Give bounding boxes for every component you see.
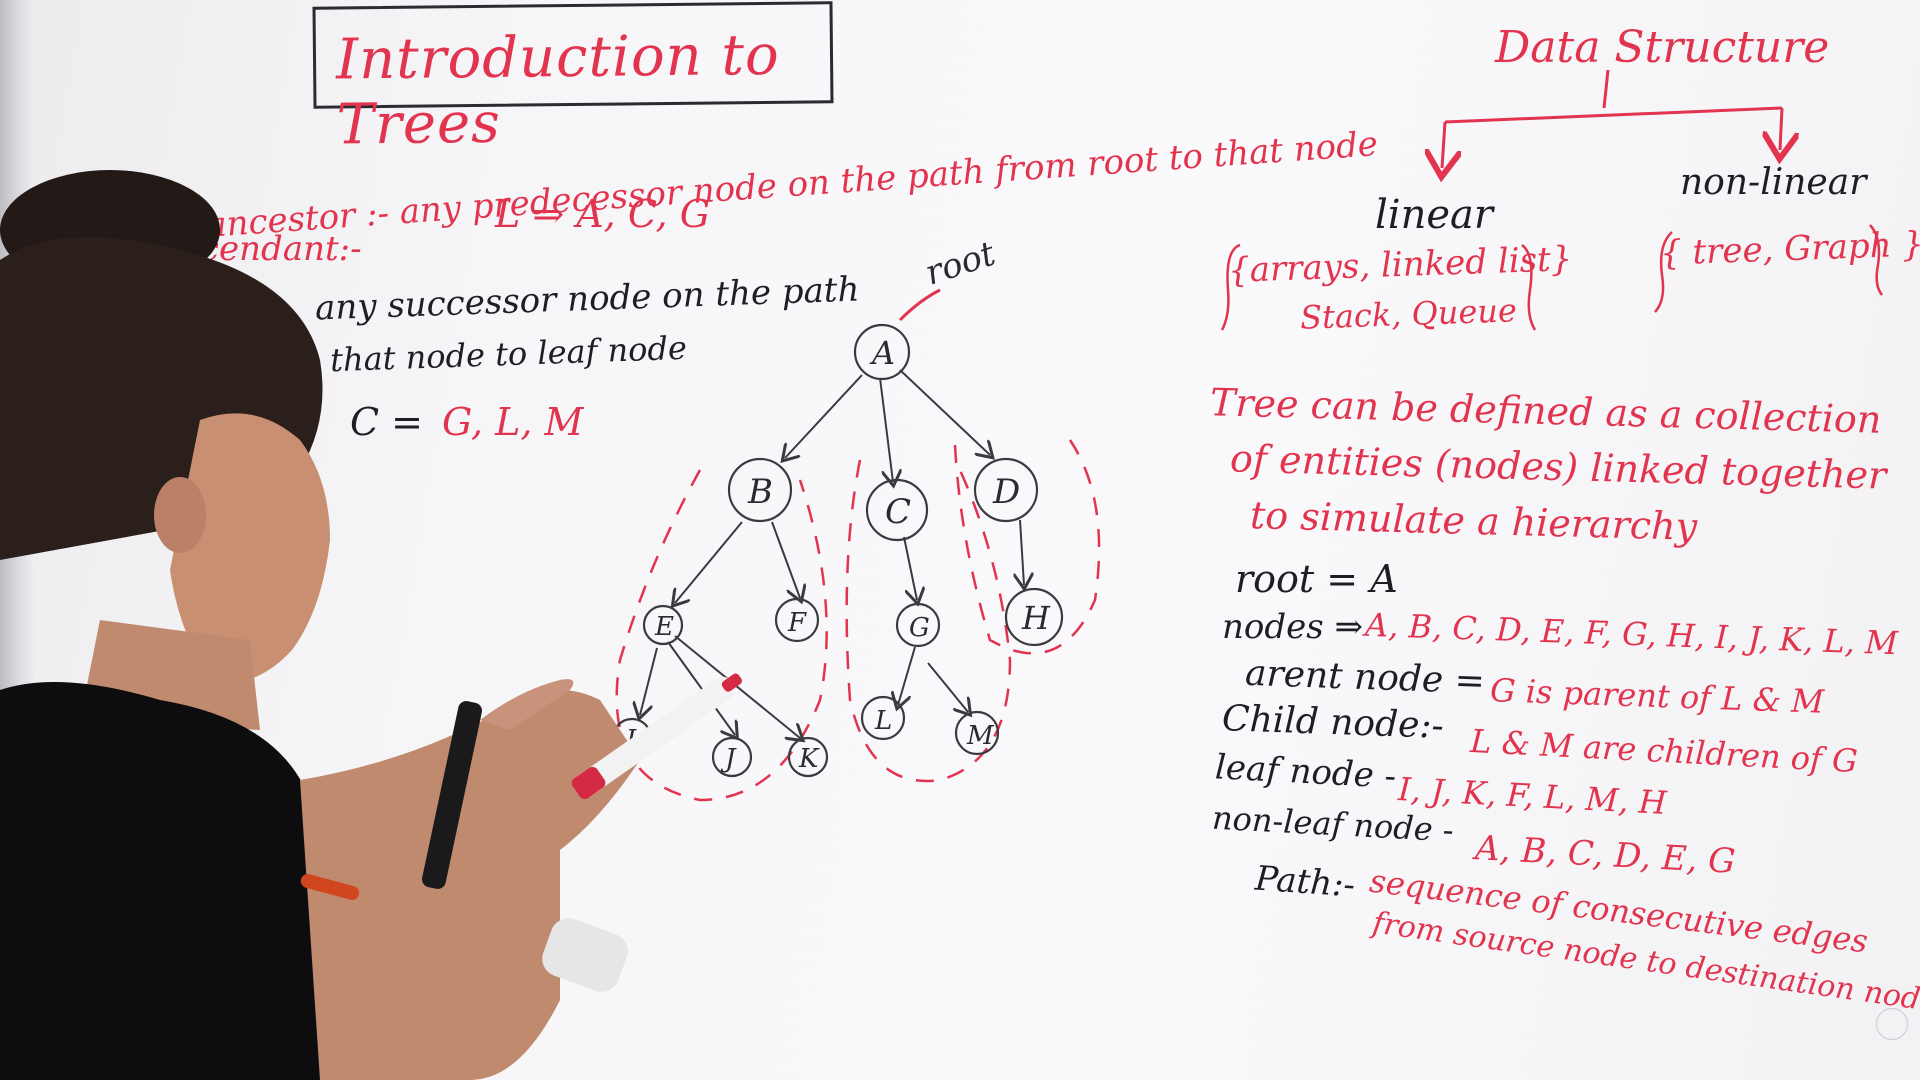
black-marker <box>421 701 483 889</box>
red-marker <box>571 673 742 800</box>
svg-text:M: M <box>966 721 995 751</box>
tree-node-c: C <box>865 478 929 542</box>
subtree-outlines <box>615 439 1101 802</box>
nodes-label: nodes ⇒ <box>1222 607 1363 647</box>
tree-node-f: F <box>774 597 820 643</box>
presenter-arm <box>300 690 640 1080</box>
svg-text:G: G <box>909 613 930 643</box>
svg-text:E: E <box>654 612 674 642</box>
tree-node-m: M <box>954 710 1000 756</box>
tree-node-a: A <box>853 323 911 381</box>
presenter-shirt <box>0 682 360 1080</box>
tree-node-l: L <box>860 695 906 741</box>
descendant-example-rhs: G, L, M <box>442 400 584 444</box>
svg-text:B: B <box>747 472 773 512</box>
bracelet <box>300 874 360 900</box>
tree-nodes: A B C D E F G H I J K L M <box>611 323 1064 778</box>
wrist-watch <box>542 918 628 992</box>
descendant-heading: cendant:- <box>200 229 362 269</box>
classification-arrows <box>1442 69 1782 168</box>
svg-text:D: D <box>992 472 1020 512</box>
linear-label: linear <box>1375 192 1493 238</box>
svg-text:F: F <box>787 608 807 638</box>
tree-node-h: H <box>1004 587 1064 647</box>
presenter-finger <box>480 679 574 730</box>
tree-node-e: E <box>642 604 684 646</box>
tree-edges <box>640 369 1024 738</box>
svg-text:A: A <box>869 334 895 372</box>
presenter-ear <box>154 477 206 553</box>
root-label: root <box>920 234 1000 294</box>
tree-node-b: B <box>727 457 793 523</box>
root-annotation: root <box>898 234 1000 322</box>
svg-text:K: K <box>798 744 820 774</box>
channel-avatar <box>1876 1008 1908 1040</box>
svg-text:H: H <box>1021 599 1051 637</box>
ancestor-example: L ⇒ A, C, G <box>495 192 711 236</box>
root-term: root = A <box>1235 557 1398 601</box>
tree-node-d: D <box>973 457 1039 523</box>
data-structure-heading: Data Structure <box>1495 22 1830 73</box>
descendant-example-lhs: C = <box>350 400 423 444</box>
presenter-face <box>170 413 330 682</box>
tree-node-g: G <box>895 602 941 648</box>
tree-node-k: K <box>787 736 829 778</box>
svg-text:J: J <box>720 744 737 774</box>
nonlinear-label: non-linear <box>1680 162 1867 203</box>
brace-marks <box>1220 224 1884 331</box>
tree-node-j: J <box>711 736 753 778</box>
presenter <box>0 170 742 1080</box>
svg-text:C: C <box>885 492 911 532</box>
svg-text:L: L <box>874 706 892 736</box>
